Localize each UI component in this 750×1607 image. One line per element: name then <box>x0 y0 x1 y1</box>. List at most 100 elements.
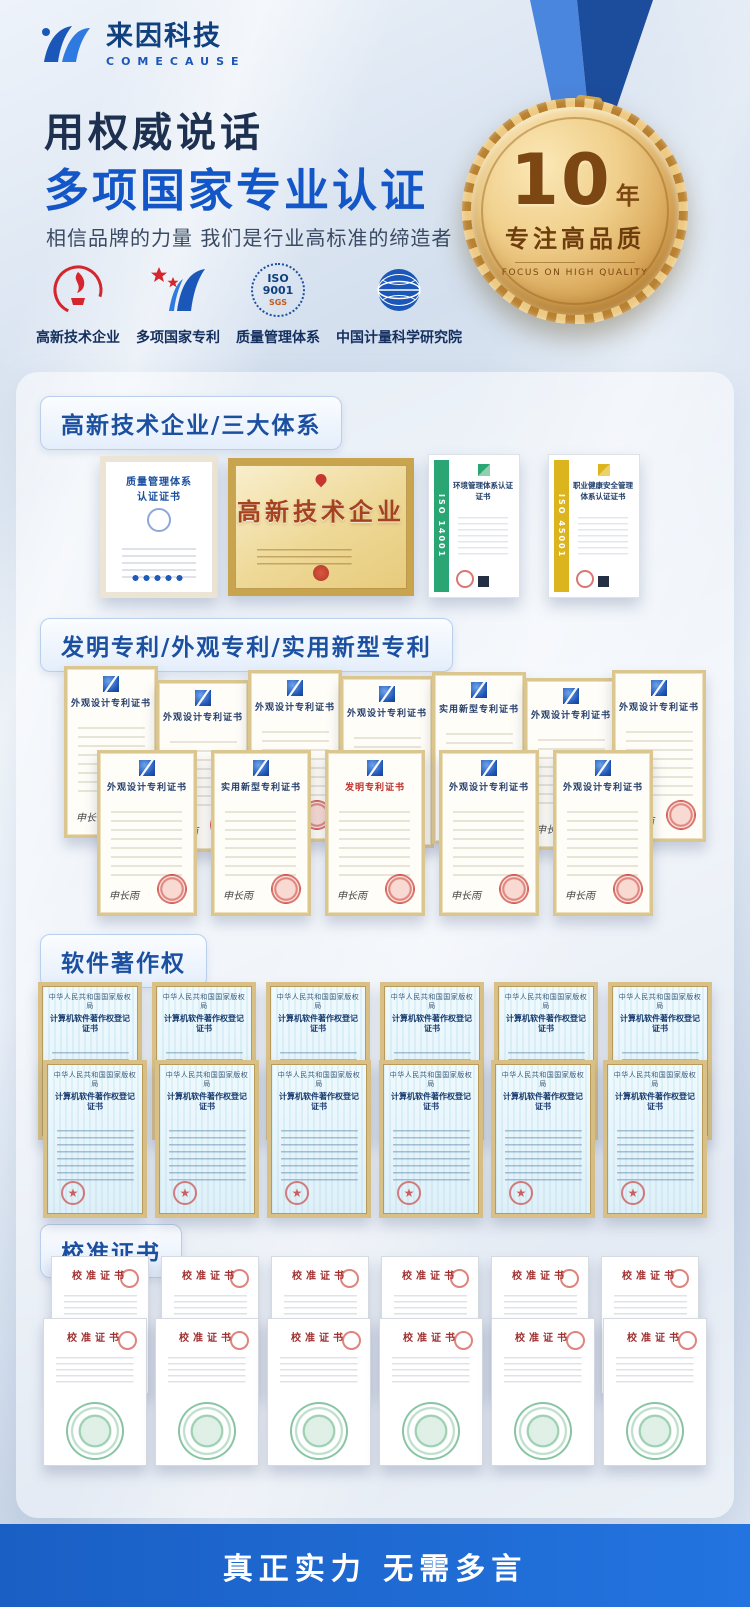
copyright-cert-title: 计算机软件著作权登记证书 <box>167 1091 247 1112</box>
software-copyright-certificate: 中华人民共和国国家版权局 计算机软件著作权登记证书 <box>267 1060 371 1218</box>
medal-number-unit: 年 <box>615 181 640 210</box>
certificate-quality-system: 质量管理体系 认证证书 <box>100 456 218 598</box>
section-title-patents: 发明专利/外观专利/实用新型专利 <box>40 618 453 672</box>
award-medal: 10 年 专注高品质 FOCUS ON HIGH QUALITY <box>462 98 688 324</box>
software-copyright-certificate: 中华人民共和国国家版权局 计算机软件著作权登记证书 <box>603 1060 707 1218</box>
quality-cert-title-line2: 认证证书 <box>137 492 181 503</box>
copyright-cert-issuer: 中华人民共和国国家版权局 <box>162 993 246 1010</box>
medal-face: 10 年 专注高品质 FOCUS ON HIGH QUALITY <box>471 107 679 315</box>
copyright-cert-issuer: 中华人民共和国国家版权局 <box>390 993 474 1010</box>
calibration-cert-title: 校准证书 <box>622 1271 678 1282</box>
patent-title: 外观设计专利证书 <box>448 783 529 793</box>
patent-title: 实用新型专利证书 <box>220 783 301 793</box>
calibration-cert-title: 校准证书 <box>512 1271 568 1282</box>
sgs-label: SGS <box>268 298 288 308</box>
badge-national-patents: 多项国家专利 <box>136 262 220 347</box>
official-signature: 申长雨 <box>109 891 139 902</box>
calibration-certificate: 校准证书 <box>379 1318 483 1466</box>
hitech-cert-title: 高新技术企业 <box>237 498 405 526</box>
patent-title: 外观设计专利证书 <box>254 703 335 713</box>
patent-title: 外观设计专利证书 <box>162 713 243 723</box>
copyright-cert-issuer: 中华人民共和国国家版权局 <box>504 993 588 1010</box>
calibration-cert-title: 校准证书 <box>627 1333 683 1344</box>
calibration-certificate: 校准证书 <box>603 1318 707 1466</box>
patent-certificate: 外观设计专利证书 申长雨 <box>97 750 197 916</box>
patent-title: 外观设计专利证书 <box>70 699 151 709</box>
patent-title: 外观设计专利证书 <box>562 783 643 793</box>
patent-title: 实用新型专利证书 <box>438 705 519 715</box>
badge-label: 质量管理体系 <box>236 330 320 346</box>
patent-title: 外观设计专利证书 <box>530 711 611 721</box>
software-copyright-certificate: 中华人民共和国国家版权局 计算机软件著作权登记证书 <box>43 1060 147 1218</box>
patent-certificate-invention: 发明专利证书 申长雨 <box>325 750 425 916</box>
patent-title: 发明专利证书 <box>344 783 405 793</box>
software-collage: 中华人民共和国国家版权局 计算机软件著作权登记证书 中华人民共和国国家版权局 计… <box>30 982 720 1222</box>
official-signature: 申长雨 <box>337 891 367 902</box>
software-copyright-certificate: 中华人民共和国国家版权局 计算机软件著作权登记证书 <box>379 1060 483 1218</box>
brand-latin-name: COMECAUSE <box>106 54 246 68</box>
patent-collage: 外观设计专利证书 申长雨 外观设计专利证书 申长雨 外观设计专利证书 申长雨 外… <box>30 666 720 918</box>
copyright-cert-issuer: 中华人民共和国国家版权局 <box>389 1071 473 1088</box>
copyright-cert-title: 计算机软件著作权登记证书 <box>620 1013 700 1034</box>
copyright-cert-issuer: 中华人民共和国国家版权局 <box>165 1071 249 1088</box>
quality-cert-title-line1: 质量管理体系 <box>126 477 192 488</box>
calibration-cert-title: 校准证书 <box>67 1333 123 1344</box>
copyright-cert-title: 计算机软件著作权登记证书 <box>506 1013 586 1034</box>
badge-quality-system: ISO 9001 SGS 质量管理体系 <box>236 262 320 347</box>
medal-number: 10 年 <box>510 145 639 215</box>
calibration-collage: 校准证书 校准证书 校准证书 校准证书 校准证书 校准证书 校准证书 校准证书 <box>30 1256 720 1468</box>
iso9001-icon: ISO 9001 SGS <box>251 262 305 318</box>
calibration-cert-title: 校准证书 <box>403 1333 459 1344</box>
copyright-cert-issuer: 中华人民共和国国家版权局 <box>276 993 360 1010</box>
patent-title: 外观设计专利证书 <box>618 703 699 713</box>
iso-band-label: ISO 14001 <box>434 460 449 592</box>
official-signature: 申长雨 <box>223 891 253 902</box>
copyright-cert-title: 计算机软件著作权登记证书 <box>391 1091 471 1112</box>
patent-certificate: 外观设计专利证书 申长雨 <box>553 750 653 916</box>
copyright-cert-issuer: 中华人民共和国国家版权局 <box>53 1071 137 1088</box>
copyright-cert-title: 计算机软件著作权登记证书 <box>615 1091 695 1112</box>
copyright-cert-issuer: 中华人民共和国国家版权局 <box>613 1071 697 1088</box>
calibration-cert-title: 校准证书 <box>402 1271 458 1282</box>
copyright-cert-issuer: 中华人民共和国国家版权局 <box>48 993 132 1010</box>
iso-line2: 9001 <box>262 284 294 297</box>
certificate-iso14001: ISO 14001 环境管理体系认证证书 <box>428 454 520 598</box>
nim-globe-icon <box>372 262 426 318</box>
brand-name: 来因科技 <box>106 21 222 52</box>
brand-logo-icon <box>42 26 90 62</box>
brand-text: 来因科技 COMECAUSE <box>106 22 246 68</box>
torch-emblem-icon <box>51 262 105 318</box>
footer-bar: 真正实力 无需多言 <box>0 1524 750 1607</box>
certificate-hitech-enterprise: 高新技术企业 <box>228 458 414 596</box>
calibration-certificate: 校准证书 <box>267 1318 371 1466</box>
calibration-cert-title: 校准证书 <box>179 1333 235 1344</box>
iso-band-label: ISO 45001 <box>554 460 569 592</box>
patent-title: 外观设计专利证书 <box>106 783 187 793</box>
copyright-cert-issuer: 中华人民共和国国家版权局 <box>618 993 702 1010</box>
official-signature: 申长雨 <box>451 891 481 902</box>
iso-ring: ISO 9001 SGS <box>251 263 305 317</box>
calibration-certificate: 校准证书 <box>491 1318 595 1466</box>
badge-hitech-enterprise: 高新技术企业 <box>36 262 120 347</box>
copyright-cert-title: 计算机软件著作权登记证书 <box>503 1091 583 1112</box>
software-copyright-certificate: 中华人民共和国国家版权局 计算机软件著作权登记证书 <box>491 1060 595 1218</box>
official-signature: 申长雨 <box>565 891 595 902</box>
copyright-cert-title: 计算机软件著作权登记证书 <box>50 1013 130 1034</box>
calibration-cert-title: 校准证书 <box>291 1333 347 1344</box>
copyright-cert-title: 计算机软件著作权登记证书 <box>278 1013 358 1034</box>
patent-stars-icon <box>149 262 207 318</box>
calibration-cert-title: 校准证书 <box>72 1271 128 1282</box>
brand-logo: 来因科技 COMECAUSE <box>38 22 246 68</box>
medal-divider <box>515 261 635 263</box>
badge-label: 多项国家专利 <box>136 330 220 346</box>
badge-label: 高新技术企业 <box>36 330 120 346</box>
patent-title: 外观设计专利证书 <box>346 709 427 719</box>
patent-certificate: 实用新型专利证书 申长雨 <box>211 750 311 916</box>
section-title-systems: 高新技术企业/三大体系 <box>40 396 343 450</box>
calibration-cert-title: 校准证书 <box>515 1333 571 1344</box>
safety-cert-title: 职业健康安全管理体系认证证书 <box>573 481 633 501</box>
copyright-cert-title: 计算机软件著作权登记证书 <box>55 1091 135 1112</box>
certificate-iso45001: ISO 45001 职业健康安全管理体系认证证书 <box>548 454 640 598</box>
copyright-cert-issuer: 中华人民共和国国家版权局 <box>501 1071 585 1088</box>
calibration-cert-title: 校准证书 <box>182 1271 238 1282</box>
